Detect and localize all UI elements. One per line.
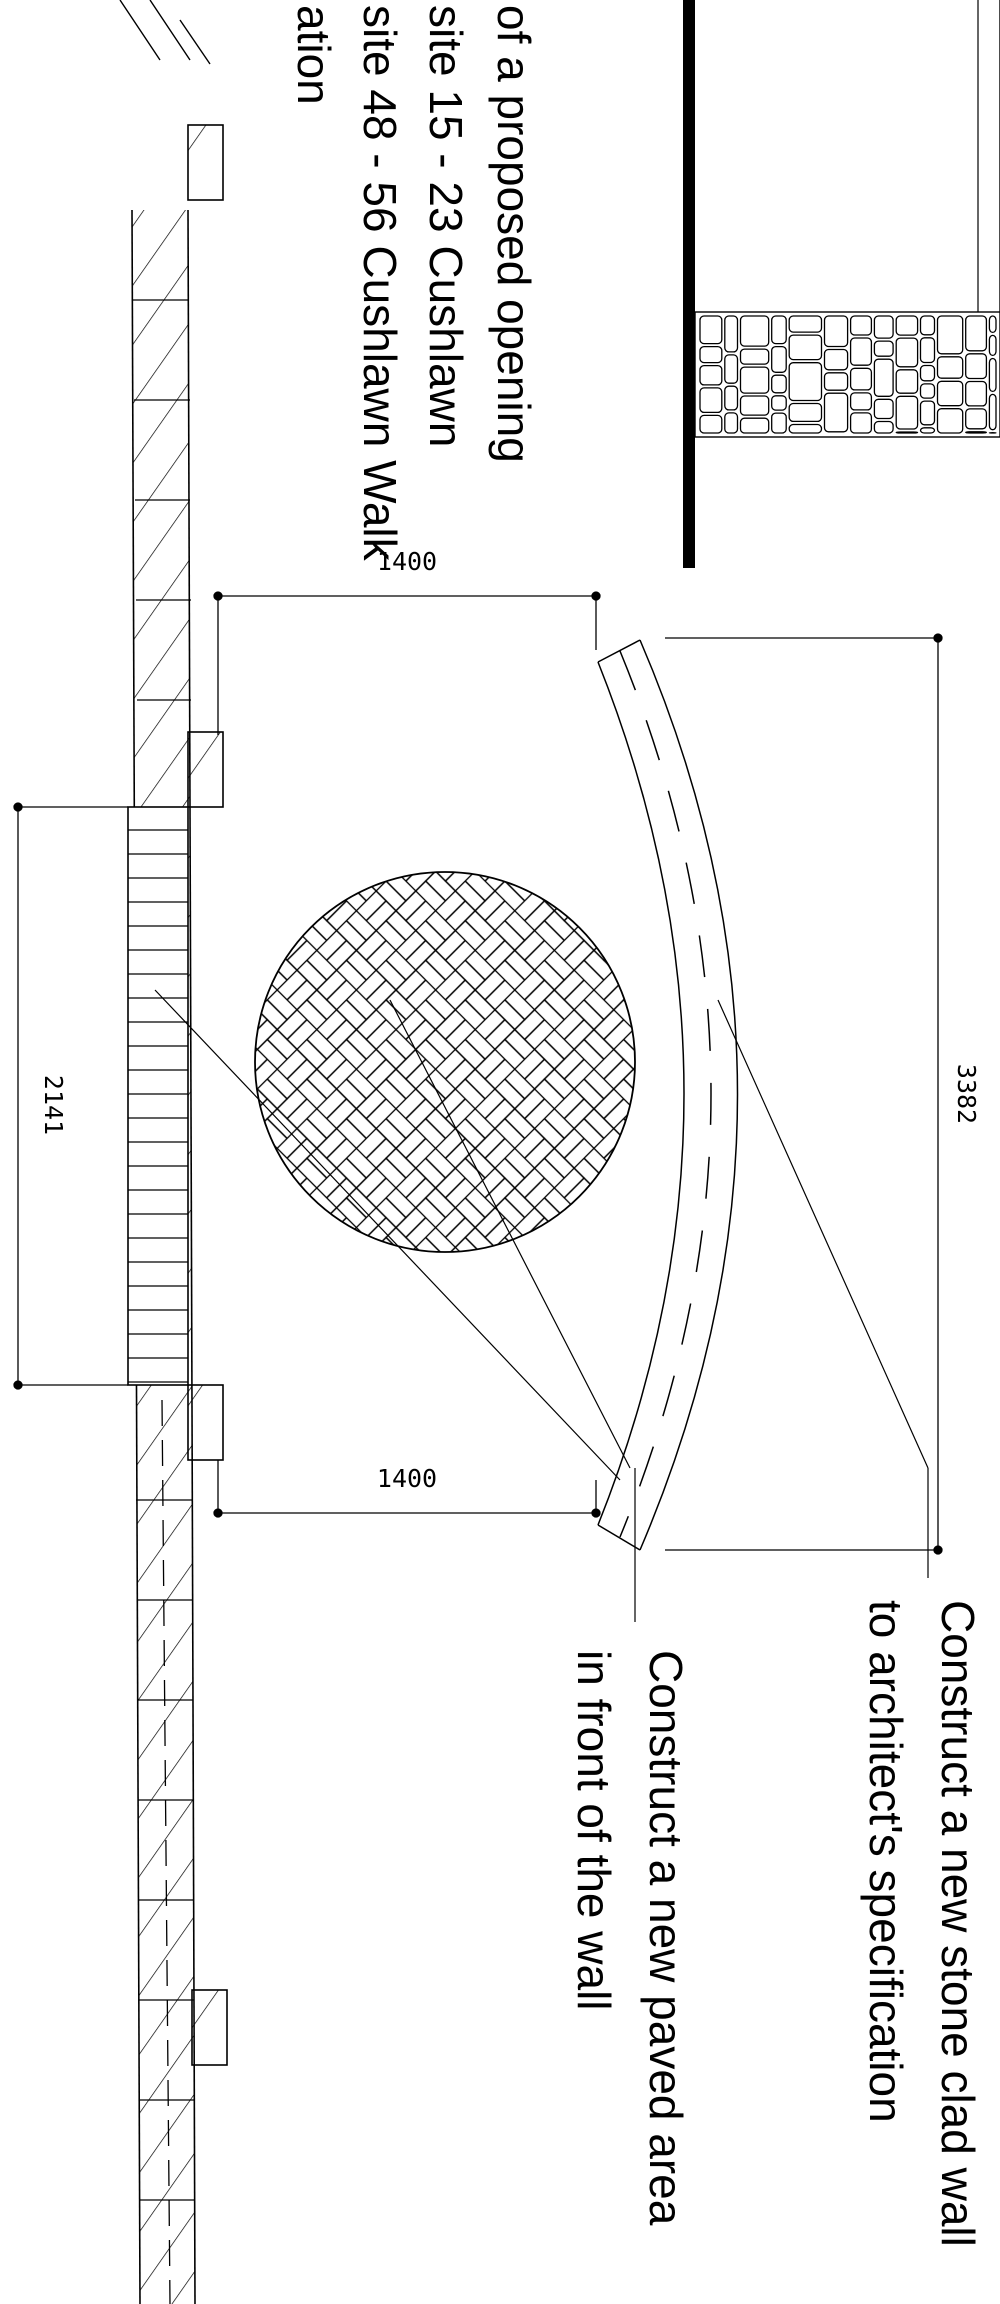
note-stone-wall-line-1: Construct a new stone clad wall	[932, 1600, 984, 2247]
note-paved-area-line-1: Construct a new paved area	[640, 1650, 692, 2226]
boundary-hatch	[119, 0, 211, 65]
title-line-2: site 15 - 23 Cushlawn	[420, 5, 472, 447]
dimension-bottom-offset	[213, 1460, 601, 1518]
title-line-4: ation	[288, 5, 340, 105]
title-line-1: of a proposed opening	[488, 5, 540, 463]
dimension-label-top-offset: 1400	[377, 547, 437, 576]
dimension-label-wall-length: 3382	[952, 1064, 981, 1124]
note-paved-area: Construct a new paved area in front of t…	[568, 1650, 692, 2226]
paved-area	[254, 871, 636, 1253]
wall-opening	[127, 806, 189, 1386]
note-stone-wall-line-2: to architect's specification	[860, 1600, 912, 2123]
title-block: of a proposed opening site 15 - 23 Cushl…	[288, 5, 540, 562]
note-paved-area-line-2: in front of the wall	[568, 1650, 620, 2011]
wall-pillars	[187, 124, 228, 2066]
leader-lines	[154, 989, 929, 1622]
dimension-opening-width	[13, 802, 128, 1390]
elevation-inset	[683, 0, 1000, 568]
dimension-label-bottom-offset: 1400	[377, 1464, 437, 1493]
dimension-top-offset	[213, 591, 601, 735]
dimension-wall-length	[665, 633, 943, 1555]
dimension-label-opening-width: 2141	[39, 1075, 68, 1135]
title-line-3: site 48 - 56 Cushlawn Walk	[354, 5, 406, 562]
curved-stone-wall	[597, 639, 739, 1551]
note-stone-wall: Construct a new stone clad wall to archi…	[860, 1600, 984, 2247]
